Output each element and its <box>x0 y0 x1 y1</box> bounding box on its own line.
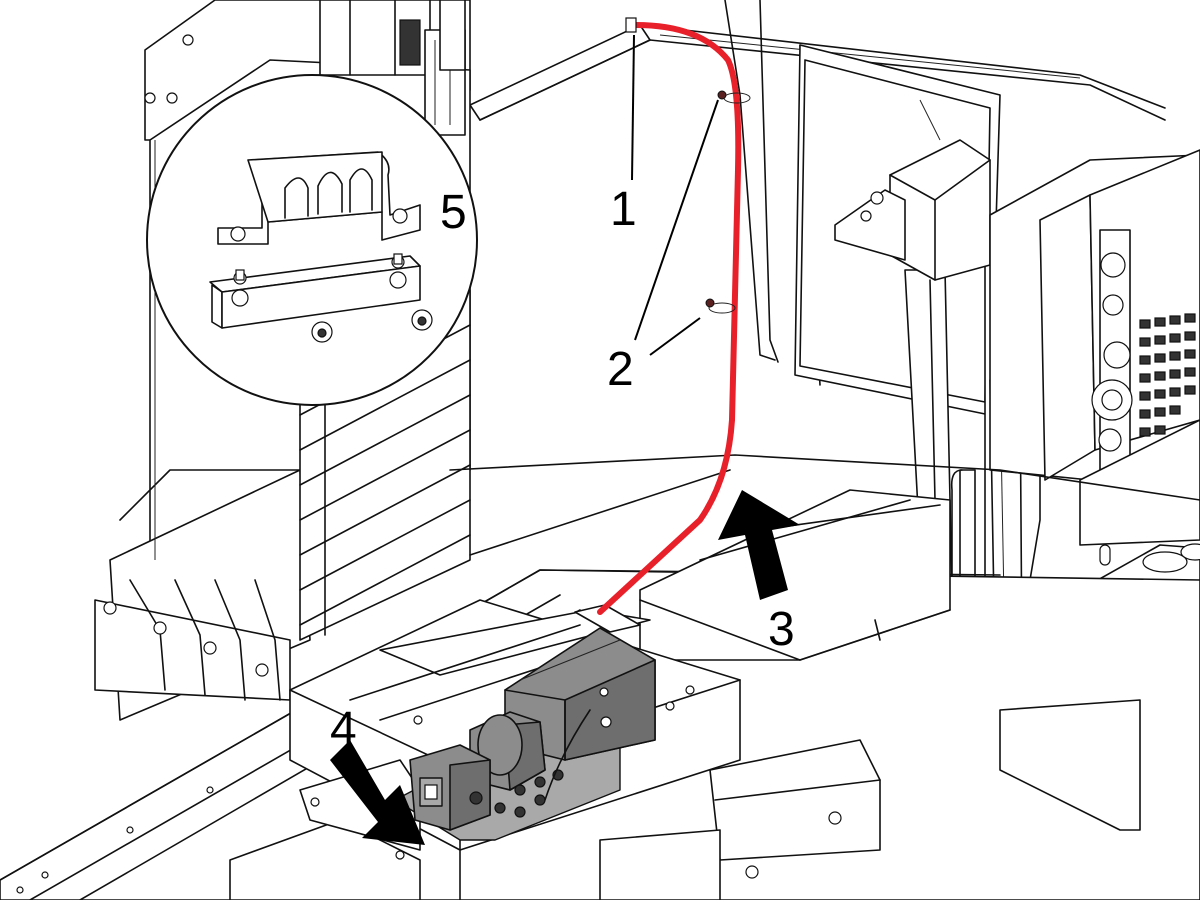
mounting-screws <box>311 309 433 343</box>
callout-3: 3 <box>768 603 795 656</box>
callout-5: 5 <box>440 186 467 239</box>
callout-labels: 1 2 3 4 5 <box>330 183 795 756</box>
column-ribs <box>129 579 281 701</box>
keypad <box>1139 313 1196 437</box>
leader-lines <box>631 34 719 356</box>
leader-2b <box>649 317 701 356</box>
spindle-motor <box>319 0 466 136</box>
detail-inset <box>146 74 478 406</box>
cable-clamp-top <box>625 17 637 33</box>
cable-route <box>597 17 742 615</box>
arrow-4 <box>330 740 425 845</box>
cable <box>597 22 742 615</box>
rotary-unit <box>394 627 656 841</box>
cable-clips <box>705 90 751 314</box>
column-bolts <box>103 34 269 677</box>
callout-4: 4 <box>330 703 357 756</box>
mounting-plate <box>209 253 421 329</box>
callout-2: 2 <box>607 343 634 396</box>
callout-1: 1 <box>610 183 637 236</box>
table-cable-bracket <box>574 604 641 633</box>
mounting-bracket <box>217 151 421 245</box>
leader-1 <box>631 34 635 181</box>
table-way-cover-right <box>599 489 951 900</box>
arrow-3 <box>718 490 800 600</box>
leader-2a <box>634 99 719 341</box>
